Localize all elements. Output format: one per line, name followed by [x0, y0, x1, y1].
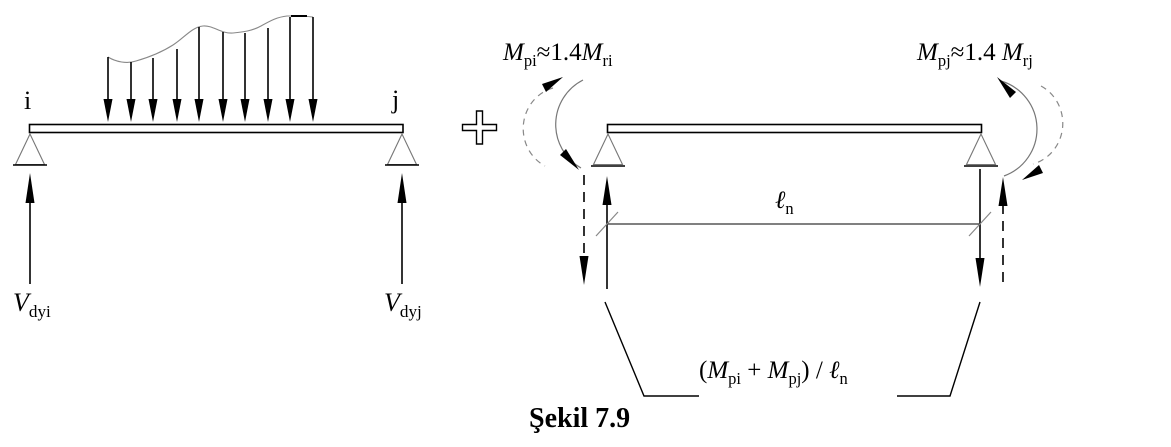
shear-arrow-right-dashed-up: [998, 177, 1008, 286]
node-j-label: j: [392, 85, 400, 114]
load-arrow: [218, 32, 228, 122]
moment-subscript: pj: [788, 369, 802, 388]
moment-label-right: Mpj≈1.4 Mrj: [917, 39, 1033, 69]
plus-sign: +: [741, 357, 768, 384]
moment-subscript: rj: [1022, 51, 1033, 70]
plus-operator-icon: [461, 110, 498, 145]
figure-caption: Şekil 7.9: [529, 403, 631, 434]
reaction-label-vdyj: Vdyj: [384, 288, 422, 321]
shear-formula-label: (Mpi + Mpj) / ℓn: [699, 357, 848, 387]
pin-support-right: [964, 132, 998, 167]
moment-arc-left: [522, 77, 584, 170]
moment-arc-right: [997, 77, 1064, 180]
shear-arrow-right-solid-down: [975, 169, 985, 287]
load-intensity-curve: [107, 15, 314, 63]
load-arrow: [172, 49, 182, 122]
span-subscript: n: [785, 199, 794, 218]
span-length-label: ℓn: [775, 187, 794, 217]
leader-line-right: [897, 301, 981, 397]
reaction-symbol: V: [384, 288, 400, 317]
leader-line-left: [604, 301, 699, 397]
dimension-tick-right: [968, 211, 992, 237]
reaction-symbol: V: [13, 288, 29, 317]
load-arrow: [240, 33, 250, 122]
left-beam: [28, 123, 404, 134]
moment-subscript: ri: [602, 51, 613, 70]
moment-symbol: M: [1001, 39, 1023, 66]
left-beam-diagram: [13, 15, 419, 284]
moment-symbol: M: [581, 39, 603, 66]
node-i-label: i: [24, 86, 32, 115]
load-arrow: [126, 62, 136, 122]
reaction-subscript: dyi: [28, 302, 51, 322]
dimension-tick-left: [595, 211, 619, 237]
shear-arrow-left-dashed-down: [579, 175, 589, 285]
load-arrow: [103, 57, 113, 122]
load-arrow: [285, 17, 295, 122]
reaction-arrow-vdyj: [397, 173, 407, 284]
moment-arrowhead-dashed: [542, 77, 563, 92]
reaction-subscript: dyj: [399, 302, 422, 322]
moment-symbol: M: [503, 39, 524, 66]
span-dimension-line: [595, 211, 992, 237]
load-arrow: [308, 17, 318, 122]
moment-symbol: M: [917, 39, 938, 66]
load-arrow: [263, 28, 273, 122]
reaction-arrow-vdyi: [25, 173, 35, 284]
moment-subscript: pi: [728, 369, 741, 388]
ell-symbol: ℓ: [775, 187, 786, 214]
pin-support-left: [591, 132, 625, 167]
ell-symbol: ℓ: [829, 357, 840, 384]
moment-label-left: Mpi≈1.4Mri: [503, 39, 613, 69]
approx-value: ≈1.4: [950, 39, 1002, 66]
paren-open: (: [699, 357, 708, 384]
moment-subscript: pj: [937, 51, 951, 70]
moment-subscript: pi: [523, 51, 537, 70]
right-beam: [606, 123, 983, 134]
distributed-load-arrows: [103, 17, 318, 122]
pin-support-j: [385, 132, 419, 166]
approx-value: ≈1.4: [536, 39, 582, 66]
load-arrow: [194, 27, 204, 122]
moment-arrowhead: [997, 77, 1016, 98]
load-arrow: [148, 58, 158, 122]
reaction-label-vdyi: Vdyi: [13, 288, 51, 321]
divided-by: ) /: [801, 357, 830, 384]
moment-symbol: M: [707, 357, 729, 384]
moment-arrowhead: [560, 149, 579, 170]
right-beam-diagram: [522, 77, 1064, 397]
pin-support-i: [13, 132, 47, 166]
span-subscript: n: [839, 369, 848, 388]
shear-arrow-left-solid-up: [602, 176, 612, 289]
moment-arrowhead-dashed: [1022, 165, 1043, 180]
moment-symbol: M: [767, 357, 789, 384]
